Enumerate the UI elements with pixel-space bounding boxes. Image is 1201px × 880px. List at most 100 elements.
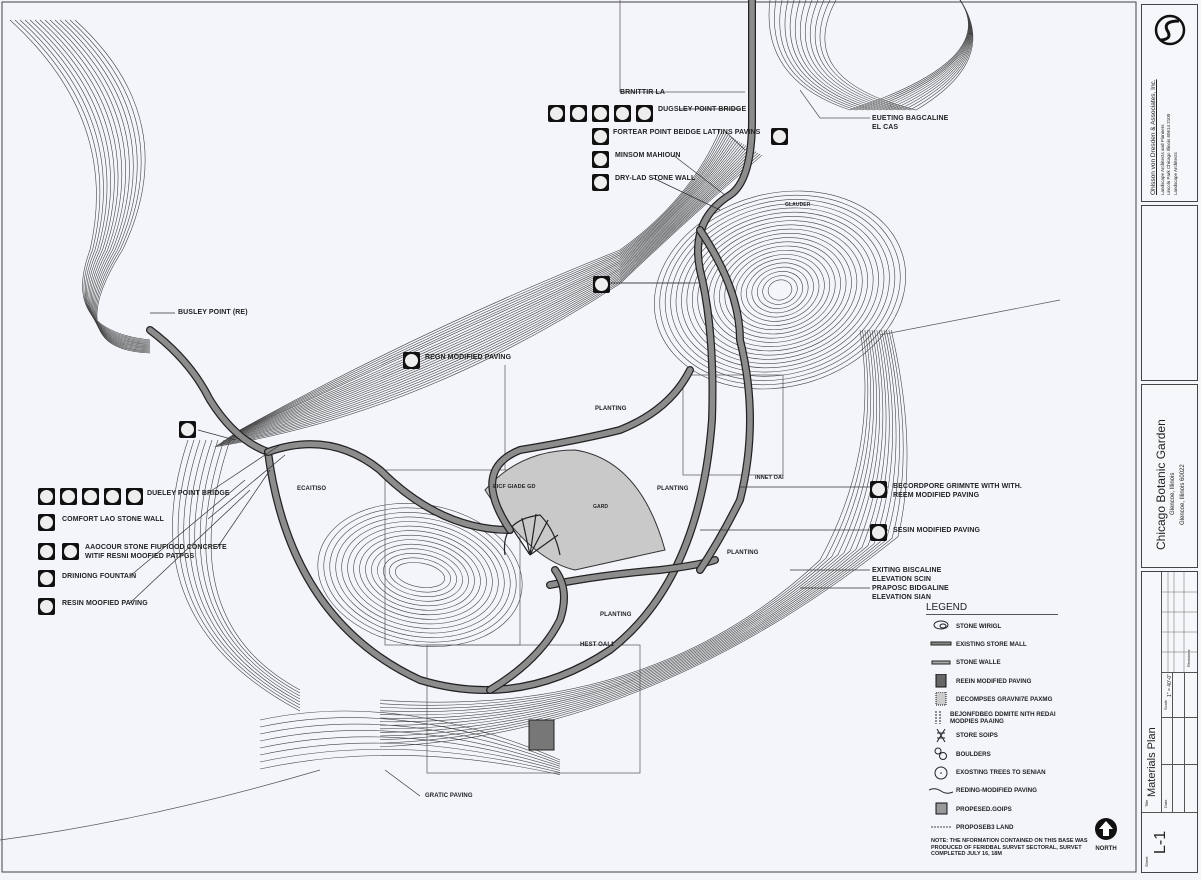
resin-modified-paths — [146, 0, 756, 694]
contour-ring — [756, 271, 804, 309]
callout-symbol — [126, 488, 143, 505]
contour-line — [210, 439, 301, 691]
contour-ring — [389, 557, 451, 593]
legend-item: EXISTING STORE MALL — [926, 635, 1058, 653]
contour-line — [379, 329, 872, 709]
label-bridge-left: DUELEY POINT BRIDGE — [147, 490, 230, 497]
text: EXITING BISCALINE — [872, 567, 942, 574]
contour-line — [220, 148, 753, 444]
callout-symbol — [82, 488, 99, 505]
contour-line — [259, 742, 561, 771]
callout-symbol — [179, 421, 196, 438]
contour-line — [237, 132, 725, 432]
project-name: Chicago Botanic Garden — [1154, 419, 1168, 550]
contour-line — [230, 139, 737, 437]
contour-ring — [371, 543, 469, 607]
contour-line — [231, 138, 735, 436]
title-caption: Title — [1144, 799, 1149, 807]
contour-line — [64, 19, 151, 352]
contour-line — [794, 0, 971, 111]
label-dry-wall: DRY-LAD STONE WALL — [615, 175, 696, 182]
legend-item: PROPESED.GOIPS — [926, 800, 1058, 818]
label-minsom: MINSOM MAHIOUN — [615, 152, 681, 159]
callout-symbol — [38, 543, 55, 560]
stone-icon — [926, 619, 956, 633]
revision-grid — [1162, 572, 1197, 672]
label-planting-3: PLANTING — [727, 550, 759, 556]
contour-ring — [383, 553, 457, 597]
contour-ring — [659, 194, 901, 386]
contour-line — [194, 439, 301, 700]
text: EUETING BAGCALINE — [872, 115, 949, 122]
legend-item-label: EXISTING STORE MALL — [956, 640, 1027, 648]
contour-ring — [746, 262, 814, 318]
label-ecaitiso: ECAITISO — [297, 486, 327, 492]
legend-item: STONE WALLE — [926, 654, 1058, 672]
callout-leaders — [129, 108, 888, 797]
contour-line — [768, 0, 969, 111]
contour-line — [379, 329, 893, 733]
label-resin-left: RESIN MOOFIED PAVING — [62, 600, 148, 607]
dashed-pair-icon — [926, 710, 950, 725]
resin-paving-path — [265, 0, 755, 693]
legend-item-label: EXOSTING TREES TO SENIAN — [956, 769, 1046, 777]
contour-line — [824, 0, 974, 111]
existing-wall-icon — [926, 637, 956, 651]
contour-line — [224, 145, 747, 441]
legend-item: REEIN MODIFIED PAVING — [926, 672, 1058, 690]
label-busley-point: BUSLEY POINT (RE) — [178, 309, 248, 316]
contour-line — [259, 723, 561, 765]
label-regn-paving: REGN MODIFIED PAVING — [425, 354, 512, 361]
contour-ring — [353, 530, 487, 620]
drawing-border — [1, 1, 1137, 873]
contour-ring — [735, 254, 825, 326]
date-caption: Date — [1163, 799, 1168, 808]
contour-ring — [681, 211, 879, 369]
callout-symbol — [104, 488, 121, 505]
label-planting-1: PLANTING — [595, 406, 627, 412]
contour-ring — [675, 207, 885, 373]
contour-line — [799, 0, 971, 111]
contour-line — [54, 19, 151, 350]
contour-line — [9, 19, 151, 341]
resin-paving-path — [489, 367, 693, 533]
contour-ring — [335, 516, 505, 634]
contour-line — [784, 0, 970, 111]
callout-symbol — [60, 488, 77, 505]
contour-ring — [347, 525, 493, 625]
contour-line — [223, 146, 749, 442]
label-bridge-top: DUGSLEY POINT BRIDGE — [658, 106, 747, 113]
north-arrow: NORTH — [1094, 817, 1118, 852]
legend-item-label: PROPESED.GOIPS — [956, 805, 1012, 813]
callout-symbol — [592, 151, 609, 168]
callout-symbol — [771, 128, 788, 145]
contour-line — [29, 19, 151, 345]
contour-line — [14, 19, 151, 342]
contour-ring — [724, 245, 836, 335]
callout-symbol — [62, 543, 79, 560]
label-planting-4: PLANTING — [600, 612, 632, 618]
firm-line: Landscape Architects — [1173, 152, 1178, 195]
callout-symbol — [593, 276, 610, 293]
contour-line — [214, 154, 763, 448]
contour-line — [259, 710, 561, 761]
contour-line — [217, 152, 759, 446]
contour-line — [379, 329, 908, 748]
contour-ring — [329, 512, 511, 638]
contour-line — [379, 329, 869, 706]
contour-line — [819, 0, 973, 111]
contour-line — [379, 329, 904, 744]
building-footprint — [528, 719, 555, 751]
legend-item-label: REEIN MODIFIED PAVING — [956, 677, 1032, 685]
north-arrow-icon — [1095, 818, 1117, 840]
legend-item: DECOMPSES GRAVNI7E PAXMG — [926, 690, 1058, 708]
text: BECORDPORE GRIMNTE WITH WITH. — [893, 483, 1022, 490]
contour-ring — [359, 534, 481, 616]
contour-line — [19, 19, 151, 343]
callout-symbol — [570, 105, 587, 122]
legend-item-label: STONE WALLE — [956, 659, 1001, 667]
legend-item-label: STONE WIRIGL — [956, 622, 1002, 630]
